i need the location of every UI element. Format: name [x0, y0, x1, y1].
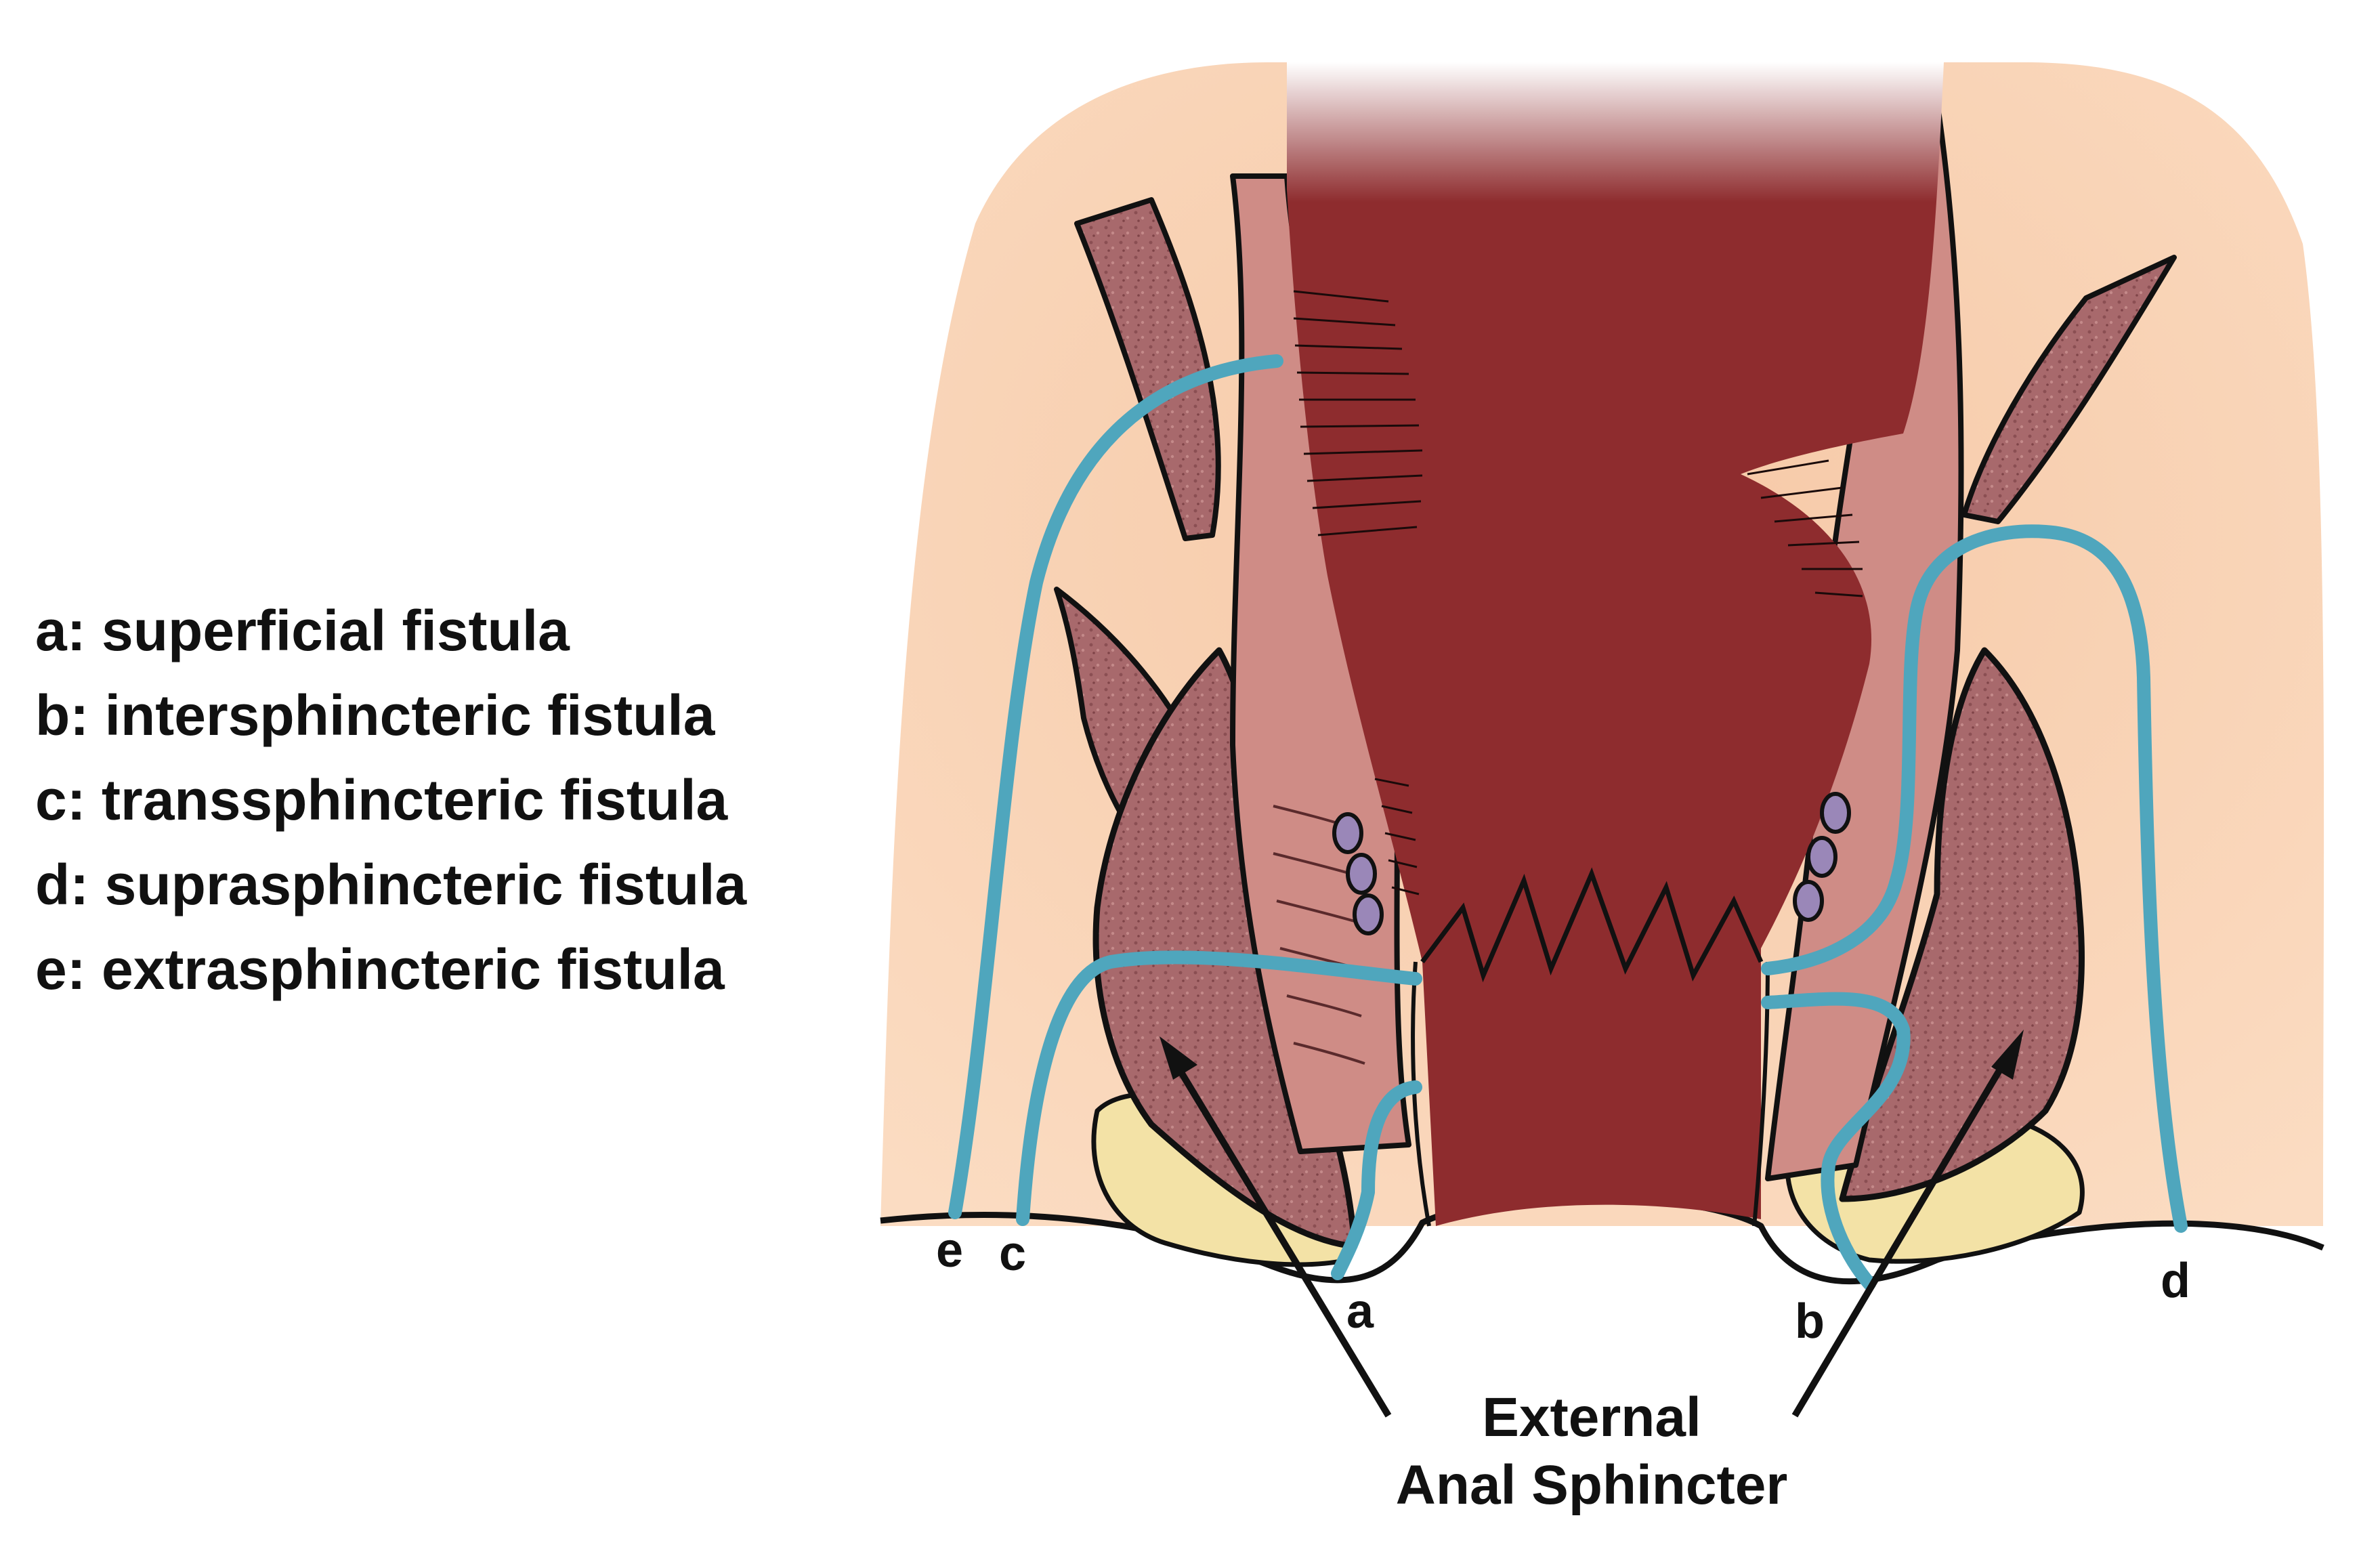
tract-label-e: e: [936, 1223, 963, 1278]
sphincter-caption: External Anal Sphincter: [1396, 1387, 1788, 1516]
right-anal-vessels: [1793, 792, 1851, 922]
left-muscle-stripes: [1273, 805, 1365, 1065]
left-pointer-arrow: [1168, 1055, 1392, 1418]
legend-item-b: b: intersphincteric fistula: [35, 683, 716, 747]
rectal-folds: [1293, 290, 1863, 895]
anal-canal-left-wall: [1411, 961, 1431, 1227]
dentate-line: [1420, 867, 1764, 983]
right-levator-ani: [1961, 255, 2177, 524]
left-anal-vessels: [1332, 812, 1384, 935]
sphincter-caption-line2: Anal Sphincter: [1396, 1454, 1788, 1516]
sphincter-pointers: [1160, 1030, 2024, 1418]
tract-a-superficial: [1331, 1080, 1422, 1280]
legend-item-e: e: extrasphincteric fistula: [35, 937, 725, 1001]
tract-labels: e c a b d: [936, 1223, 2190, 1349]
tract-label-c: c: [999, 1227, 1026, 1281]
right-pointer-arrow: [1791, 1048, 2015, 1418]
tract-c-transsphincteric: [1016, 950, 1422, 1226]
tract-b-intersphincteric: [1761, 524, 2188, 1233]
tract-e-extrasphincteric: [948, 354, 1283, 1219]
tract-b-lower-branch: [1761, 992, 1911, 1290]
anatomy-illustration: [880, 62, 2324, 1285]
legend-item-d: d: suprasphincteric fistula: [35, 853, 747, 916]
legend-item-a: a: superficial fistula: [35, 599, 570, 662]
fistula-tracts: [948, 354, 2188, 1290]
left-pointer-arrowhead: [1160, 1036, 1197, 1080]
right-pointer-arrowhead: [1991, 1030, 2024, 1080]
sphincter-caption-line1: External: [1482, 1387, 1701, 1448]
tract-label-a: a: [1346, 1284, 1374, 1338]
legend-item-c: c: transsphincteric fistula: [35, 768, 729, 832]
left-levator-ani: [1074, 197, 1221, 541]
legend: a: superficial fistula b: intersphincter…: [35, 599, 747, 1001]
rectal-lumen: [1287, 62, 1944, 1226]
tract-label-d: d: [2161, 1254, 2190, 1308]
tract-label-b: b: [1795, 1294, 1825, 1349]
